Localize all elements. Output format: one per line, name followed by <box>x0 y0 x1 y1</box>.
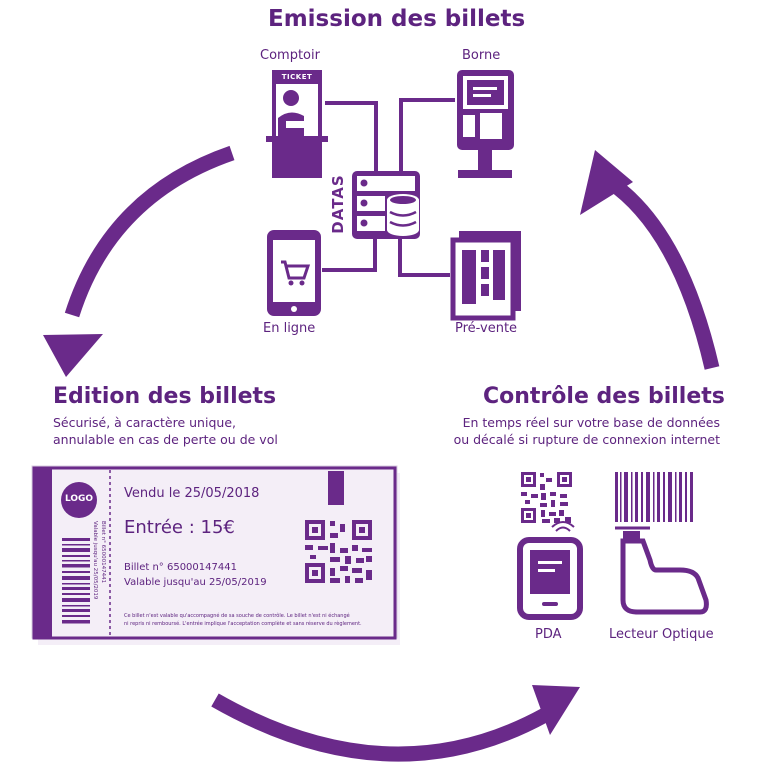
controle-desc-1: En temps réel sur votre base de données <box>462 415 720 430</box>
comptoir-label: Comptoir <box>260 48 320 63</box>
controle-desc-2: ou décalé si rupture de connexion intern… <box>453 432 720 447</box>
ticket-billet-number: Billet n° 65000147441 <box>124 562 237 573</box>
lecteur-optique-label: Lecteur Optique <box>609 627 714 642</box>
edition-desc-2: annulable en cas de perte ou de vol <box>53 432 278 447</box>
ticket-fine-print-1: Ce billet n'est valable qu'accompagné de… <box>124 613 350 619</box>
ticket-sign: TICKET <box>281 73 313 81</box>
datas-label: DATAS <box>329 174 347 234</box>
small-qr-code <box>521 472 572 523</box>
stub-text-1: Billet n° 65000147441 <box>100 521 106 584</box>
reader-barcode <box>615 472 693 522</box>
ticket-valable: Valable jusqu'au 25/05/2019 <box>124 577 267 588</box>
cycle-arrow-bottom <box>211 685 580 762</box>
stub-text-2: Valable jusqu'au 25/05/2019 <box>92 521 98 600</box>
emission-title: Emission des billets <box>268 6 526 32</box>
pda-icon <box>517 521 583 620</box>
mobile-icon <box>267 230 321 316</box>
cycle-arrow-left <box>43 145 235 377</box>
ticket-fine-print-2: ni repris ni remboursé. L'entrée impliqu… <box>124 621 362 627</box>
pda-label: PDA <box>535 627 562 642</box>
ticket-vendu: Vendu le 25/05/2018 <box>124 486 260 501</box>
edition-desc-1: Sécurisé, à caractère unique, <box>53 415 236 430</box>
optical-reader-icon <box>615 526 709 615</box>
prevente-icon <box>450 231 521 321</box>
database-icon <box>352 171 420 239</box>
ticket-logo: LOGO <box>64 494 94 504</box>
cycle-arrow-right <box>580 150 720 370</box>
edition-title: Edition des billets <box>53 384 277 409</box>
controle-title: Contrôle des billets <box>483 384 725 409</box>
pre-vente-label: Pré-vente <box>455 321 518 336</box>
en-ligne-label: En ligne <box>263 321 316 336</box>
borne-icon <box>457 70 514 178</box>
ticket-entree: Entrée : 15€ <box>124 517 235 538</box>
ticket-graphic <box>31 465 400 645</box>
stub-barcode <box>62 538 90 624</box>
connector-lines <box>322 98 455 277</box>
comptoir-icon <box>266 70 328 178</box>
ticket-qr-code <box>305 520 372 583</box>
borne-label: Borne <box>462 48 501 63</box>
